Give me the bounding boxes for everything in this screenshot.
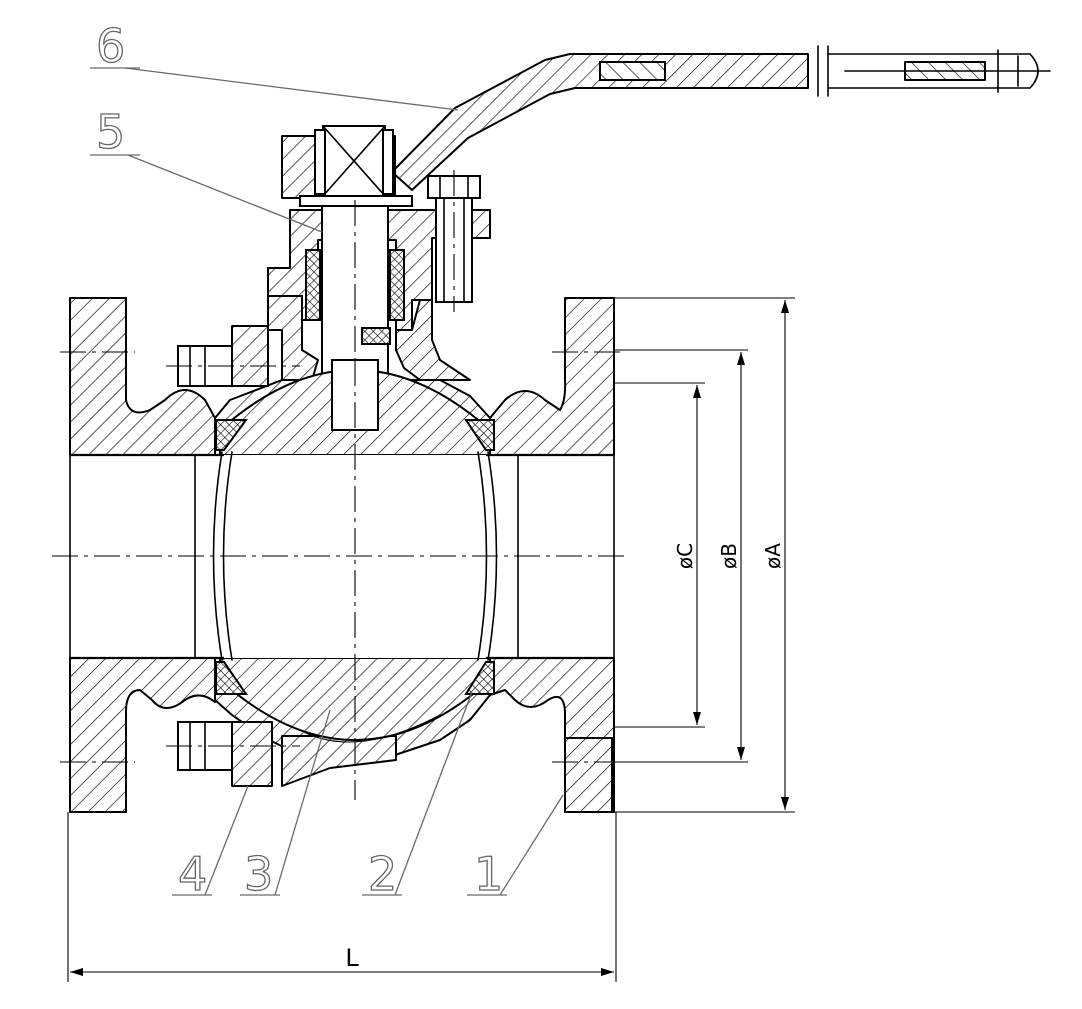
dim-dia-c: øC xyxy=(673,543,697,569)
centerlines xyxy=(52,351,630,763)
part-label-6: 6 xyxy=(96,19,125,73)
seats xyxy=(215,419,495,695)
part-label-1: 1 xyxy=(474,847,503,901)
dim-length: L xyxy=(345,944,359,972)
handle xyxy=(391,45,1051,191)
stem-nut xyxy=(281,125,413,207)
part-label-4: 4 xyxy=(178,847,207,901)
dim-dia-b: øB xyxy=(717,543,741,569)
part-label-2: 2 xyxy=(368,847,397,901)
part-label-5: 5 xyxy=(96,105,125,159)
dimension-lines xyxy=(67,297,795,982)
dim-dia-a: øA xyxy=(761,543,785,569)
bonnet-bolt xyxy=(427,170,481,312)
part-label-3: 3 xyxy=(244,847,273,901)
part-leaders xyxy=(90,67,564,896)
